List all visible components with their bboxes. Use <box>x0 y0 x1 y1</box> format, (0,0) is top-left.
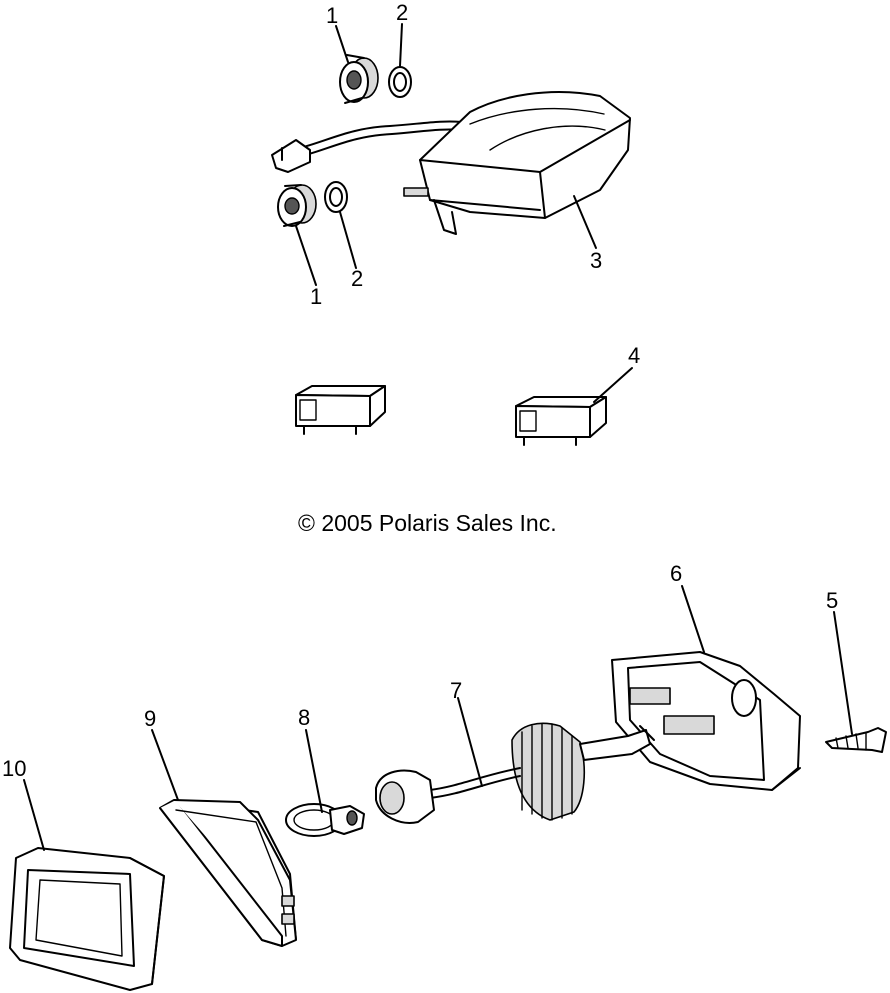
callout-2-lower: 2 <box>351 266 364 291</box>
callout-6: 6 <box>670 561 683 586</box>
callout-10: 10 <box>2 756 27 781</box>
bulb-ring-part <box>285 803 365 837</box>
bulb-socket-harness-part <box>375 722 655 824</box>
callout-5: 5 <box>826 588 839 613</box>
grommet-upper-part <box>339 54 379 104</box>
callout-3: 3 <box>590 248 603 273</box>
headlight-bezel-part <box>9 847 165 991</box>
copyright-notice: © 2005 Polaris Sales Inc. <box>298 510 557 536</box>
grommet-lower-part <box>277 184 317 227</box>
tail-lamp-part <box>271 91 631 235</box>
callout-1-lower: 1 <box>310 284 323 309</box>
callout-1-upper: 1 <box>326 3 339 28</box>
callout-7: 7 <box>450 678 463 703</box>
screw-part <box>825 727 887 753</box>
marker-lamp-right-part <box>515 396 607 446</box>
washer-lower-part <box>324 181 348 213</box>
washer-upper-part <box>388 66 412 98</box>
callout-2-upper: 2 <box>396 0 409 25</box>
leader-lines <box>23 23 853 851</box>
headlight-lens-part <box>159 799 297 947</box>
callout-8: 8 <box>298 705 311 730</box>
callout-9: 9 <box>144 706 157 731</box>
callout-4: 4 <box>628 343 641 368</box>
headlight-housing-part <box>611 651 801 791</box>
marker-lamp-left-part <box>295 385 386 435</box>
